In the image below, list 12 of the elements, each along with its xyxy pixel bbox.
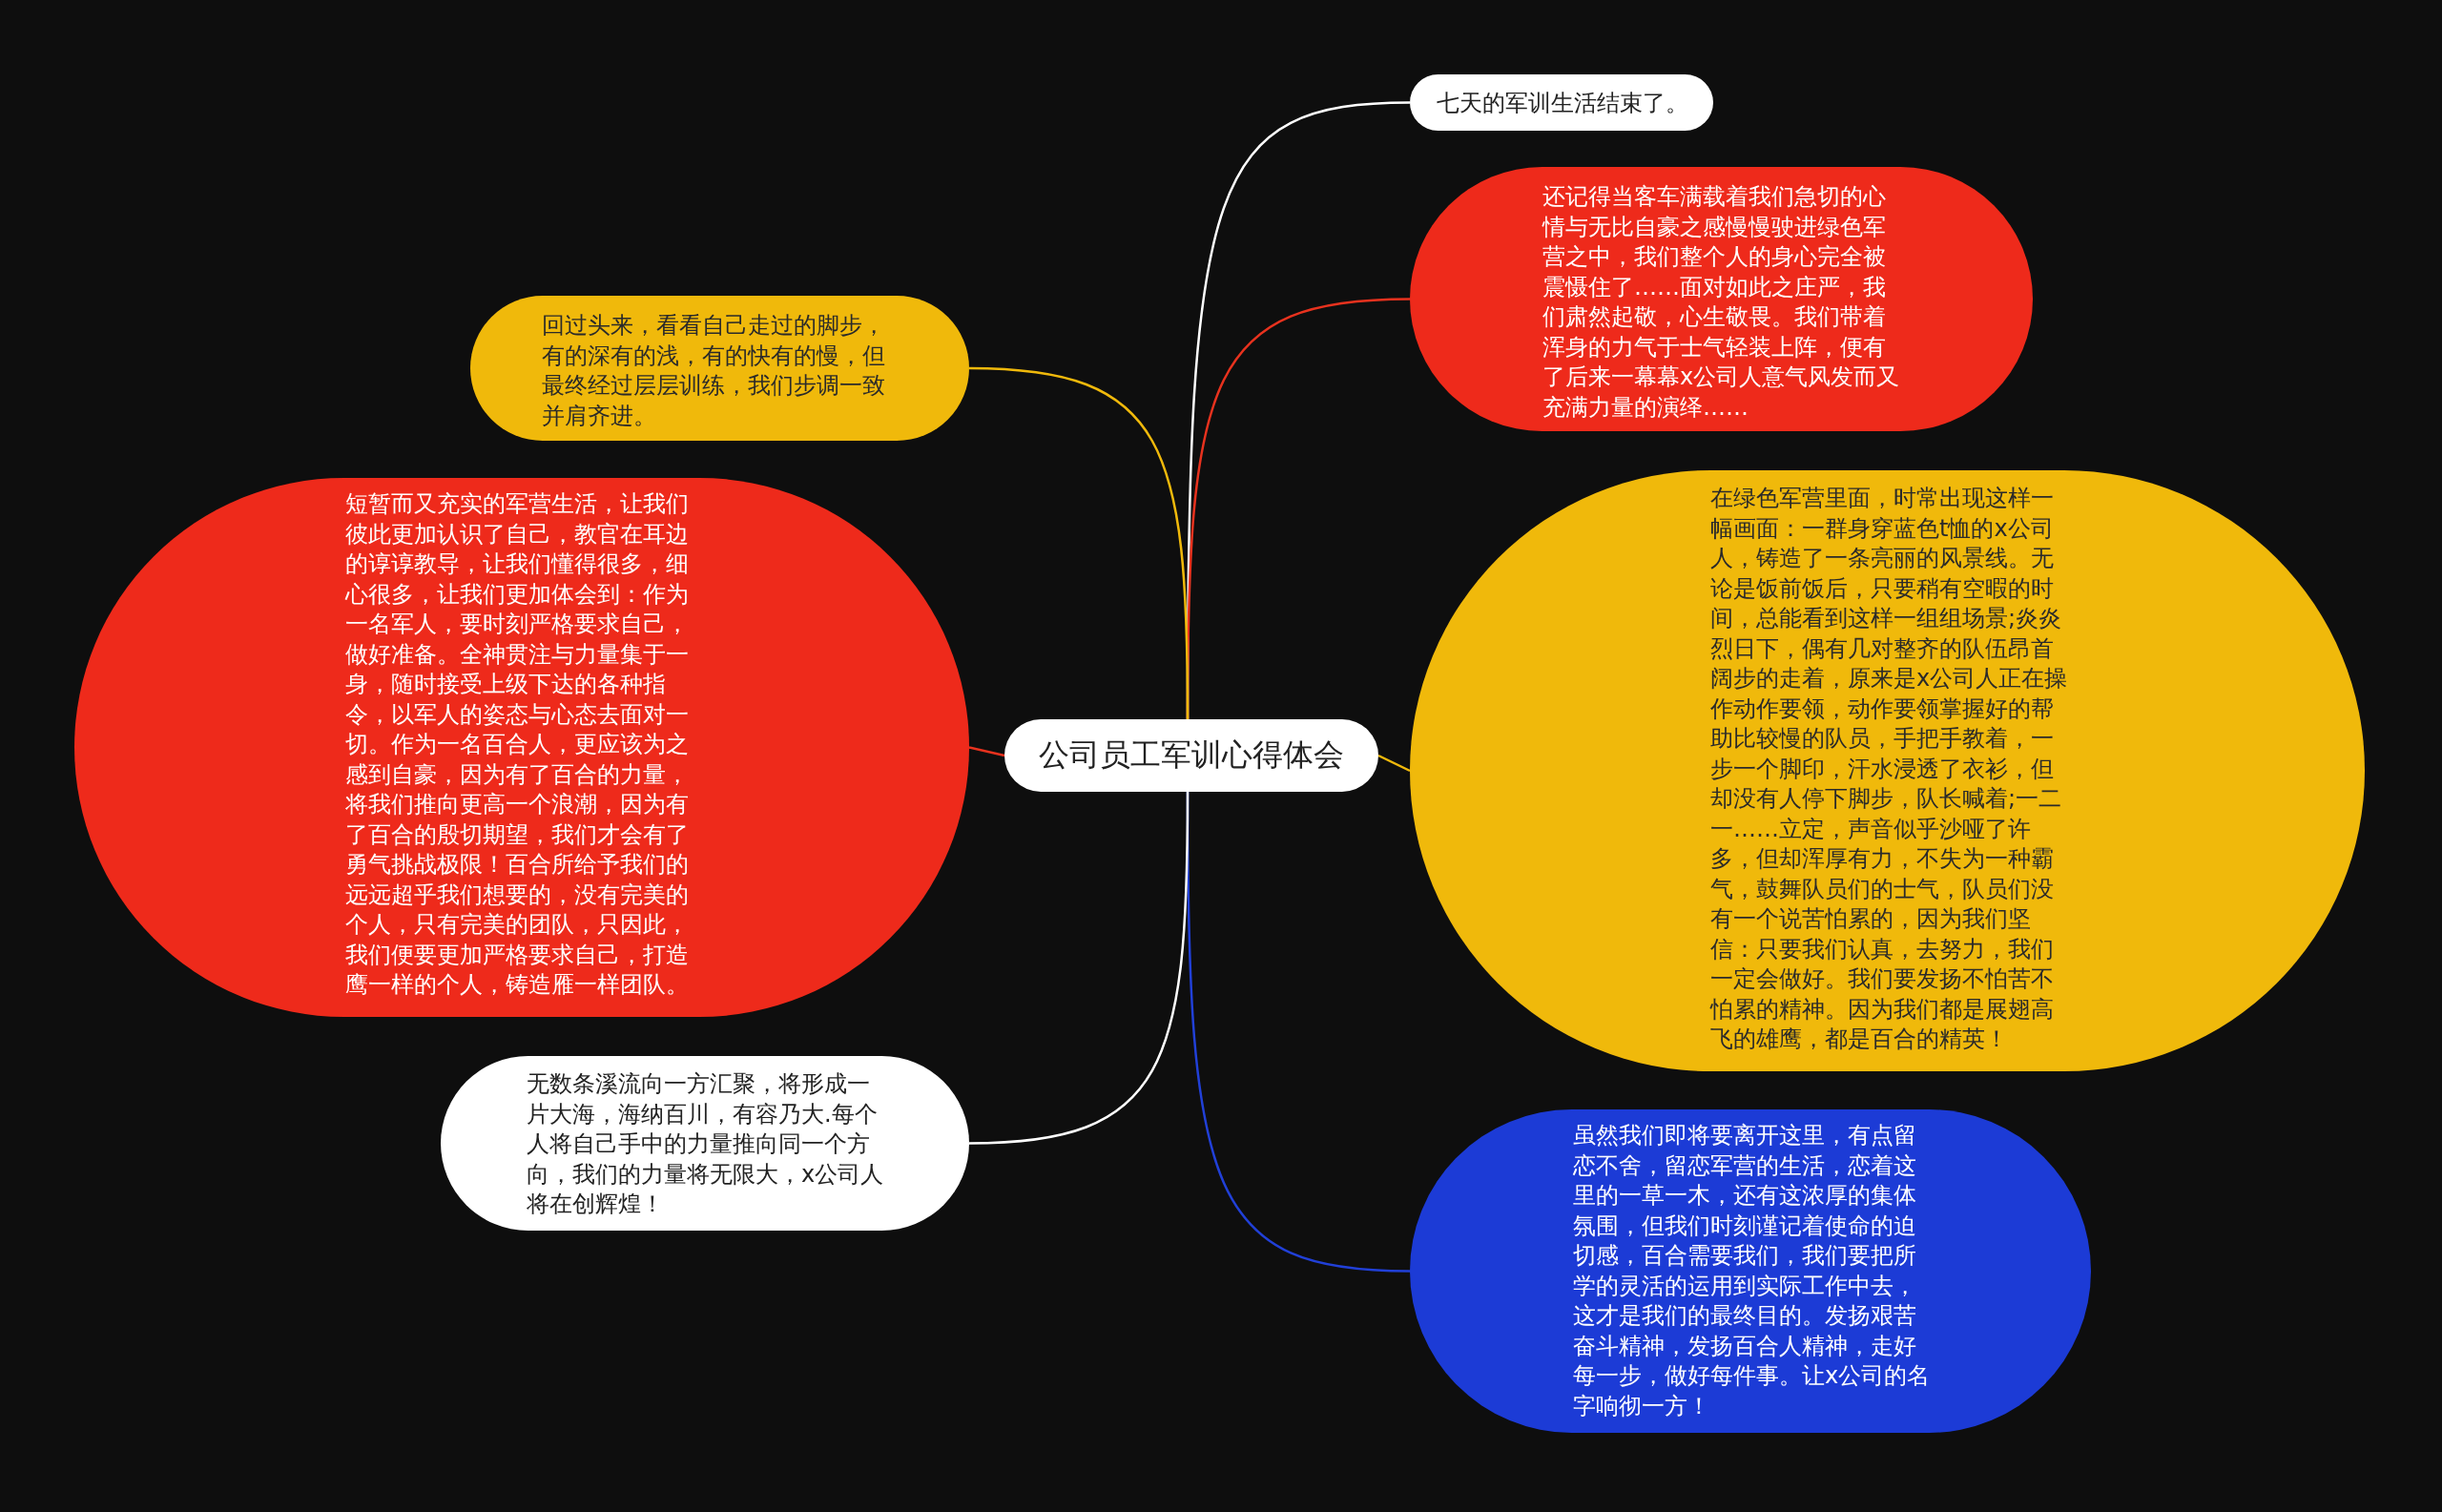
topic-text: 七天的军训生活结束了。 — [1437, 88, 1688, 118]
connector-line — [1377, 754, 1411, 773]
topic-text: 在绿色军营里面，时常出现这样一幅画面：一群身穿蓝色t恤的x公司人，铸造了一条亮丽的风景线。无论是饭前饭后，只要稍有空暇的时间，总能看到这样一组组场景;炎炎烈日下，偶有几对整齐的队伍昂首阔步的走着，原来是x公司人正在操作动作要领，动作要领掌握好的帮助比较慢的队员，手把手教着，一步一个脚印，汗水浸透了衣衫，但却没有人停下脚步，队长喊着;一二一……立定，声音似乎沙哑了许多，但却浑厚有力，不失为一种霸气，鼓舞队员们的士气，队员们没有一个说苦怕累的，因为我们坚信：只要我们认真，去努力，我们一定会做好。我们要发扬不怕苦不怕累的精神。因为我们都是展翅高飞的雄鹰，都是百合的精英！ — [1710, 484, 2069, 1054]
connector-line — [968, 746, 1005, 757]
topic-text: 虽然我们即将要离开这里，有点留恋不舍，留恋军营的生活，恋着这里的一草一木，还有这浓厚的集体氛围，但我们时刻谨记着使命的迫切感，百合需要我们，我们要把所学的灵活的运用到实际工作中去，这才是我们的最终目的。发扬艰苦奋斗精神，发扬百合人精神，走好每一步，做好每件事。让x公司的名字响彻一方！ — [1573, 1121, 1932, 1421]
topic-title: 公司员工军训心得体会 — [1039, 735, 1344, 775]
topic-text: 回过头来，看看自己走过的脚步，有的深有的浅，有的快有的慢，但最终经过层层训练，我们步调一致并肩齐进。 — [542, 311, 886, 431]
connector-line — [968, 366, 1190, 719]
topic-text: 短暂而又充实的军营生活，让我们彼此更加认识了自己，教官在耳边的谆谆教导，让我们懂得很多，细心很多，让我们更加体会到：作为一名军人，要时刻严格要求自己，做好准备。全神贯注与力量集于一身，随时接受上级下达的各种指令，以军人的姿态与心态去面对一切。作为一名百合人，更应该为之感到自豪，因为有了百合的力量，将我们推向更高一个浪潮，因为有了百合的殷切期望，我们才会有了勇气挑战极限！百合所给予我们的远远超乎我们想要的，没有完美的个人，只有完美的团队，只因此，我们便要更加严格要求自己，打造鹰一样的个人，铸造雁一样团队。 — [345, 489, 690, 1000]
topic-text: 无数条溪流向一方汇聚，将形成一片大海，海纳百川，有容乃大.每个人将自己手中的力量推向同一个方向，我们的力量将无限大，x公司人将在创辉煌！ — [527, 1069, 885, 1219]
connector-line — [968, 792, 1190, 1145]
topic-text: 还记得当客车满载着我们急切的心情与无比自豪之感慢慢驶进绿色军营之中，我们整个人的身心完全被震慑住了……面对如此之庄严，我们肃然起敬，心生敬畏。我们带着浑身的力气于士气轻装上阵，便有了后来一幕幕x公司人意气风发而又充满力量的演绎…… — [1542, 182, 1901, 423]
